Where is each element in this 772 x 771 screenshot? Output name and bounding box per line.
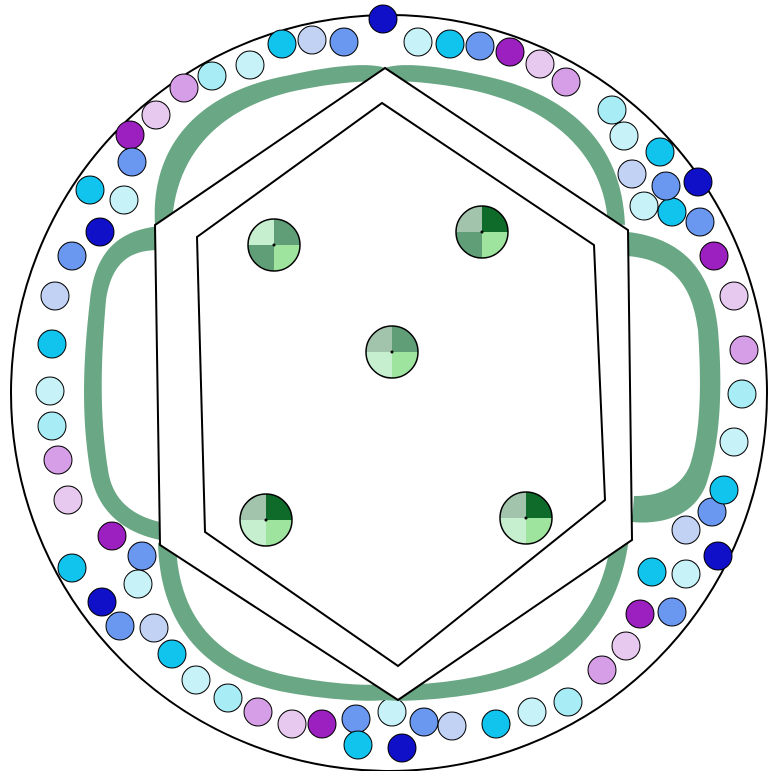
bead <box>236 51 264 79</box>
bead <box>128 542 156 570</box>
bead <box>54 486 82 514</box>
quadrant-marker-bottom-left <box>240 494 292 546</box>
marker-center-dot <box>525 517 528 520</box>
bead <box>672 516 700 544</box>
bead <box>158 640 186 668</box>
bead <box>278 710 306 738</box>
bead <box>41 282 69 310</box>
bead <box>342 705 370 733</box>
bead <box>436 30 464 58</box>
bead <box>116 121 144 149</box>
bead <box>598 96 626 124</box>
bead <box>142 101 170 129</box>
bead <box>518 698 546 726</box>
bead <box>730 336 758 364</box>
bead <box>118 148 146 176</box>
bead <box>58 242 86 270</box>
marker-center-dot <box>481 231 484 234</box>
bead <box>638 558 666 586</box>
bead <box>672 560 700 588</box>
bead <box>658 198 686 226</box>
bead <box>388 734 416 762</box>
bead <box>110 186 138 214</box>
bead <box>686 208 714 236</box>
bead <box>588 656 616 684</box>
bead <box>710 476 738 504</box>
bead <box>618 160 646 188</box>
marker-center-dot <box>265 519 268 522</box>
bead <box>482 710 510 738</box>
bead <box>369 5 397 33</box>
bead <box>410 708 438 736</box>
bead <box>554 688 582 716</box>
bead <box>610 122 638 150</box>
bead <box>298 26 326 54</box>
bead <box>86 218 114 246</box>
bead <box>36 377 64 405</box>
bead <box>344 731 372 759</box>
bead <box>720 428 748 456</box>
quadrant-marker-top-left <box>248 219 300 271</box>
bead <box>330 28 358 56</box>
bead <box>658 598 686 626</box>
bead <box>646 138 674 166</box>
bead <box>378 698 406 726</box>
bead <box>140 614 168 642</box>
bead <box>626 600 654 628</box>
bead <box>170 74 198 102</box>
marker-center-dot <box>391 351 394 354</box>
bead <box>106 612 134 640</box>
bead <box>244 698 272 726</box>
bead <box>700 242 728 270</box>
bead <box>38 412 66 440</box>
bead <box>268 30 296 58</box>
bead <box>526 50 554 78</box>
bead <box>496 38 524 66</box>
bead <box>630 192 658 220</box>
bead <box>404 28 432 56</box>
bead <box>612 632 640 660</box>
quadrant-marker-top-right <box>456 206 508 258</box>
bead <box>704 542 732 570</box>
bead <box>720 282 748 310</box>
bead <box>728 380 756 408</box>
marker-center-dot <box>273 244 276 247</box>
bead <box>214 684 242 712</box>
quadrant-marker-center <box>366 326 418 378</box>
bead <box>466 32 494 60</box>
bead <box>552 68 580 96</box>
bead <box>684 168 712 196</box>
bead <box>198 62 226 90</box>
bead <box>76 176 104 204</box>
bead <box>652 172 680 200</box>
bead <box>44 446 72 474</box>
quadrant-marker-bottom-right <box>500 492 552 544</box>
bead <box>124 570 152 598</box>
bead <box>438 712 466 740</box>
bead <box>308 710 336 738</box>
bead <box>98 522 126 550</box>
bead <box>182 666 210 694</box>
bead <box>58 554 86 582</box>
bead <box>38 330 66 358</box>
bead <box>88 588 116 616</box>
